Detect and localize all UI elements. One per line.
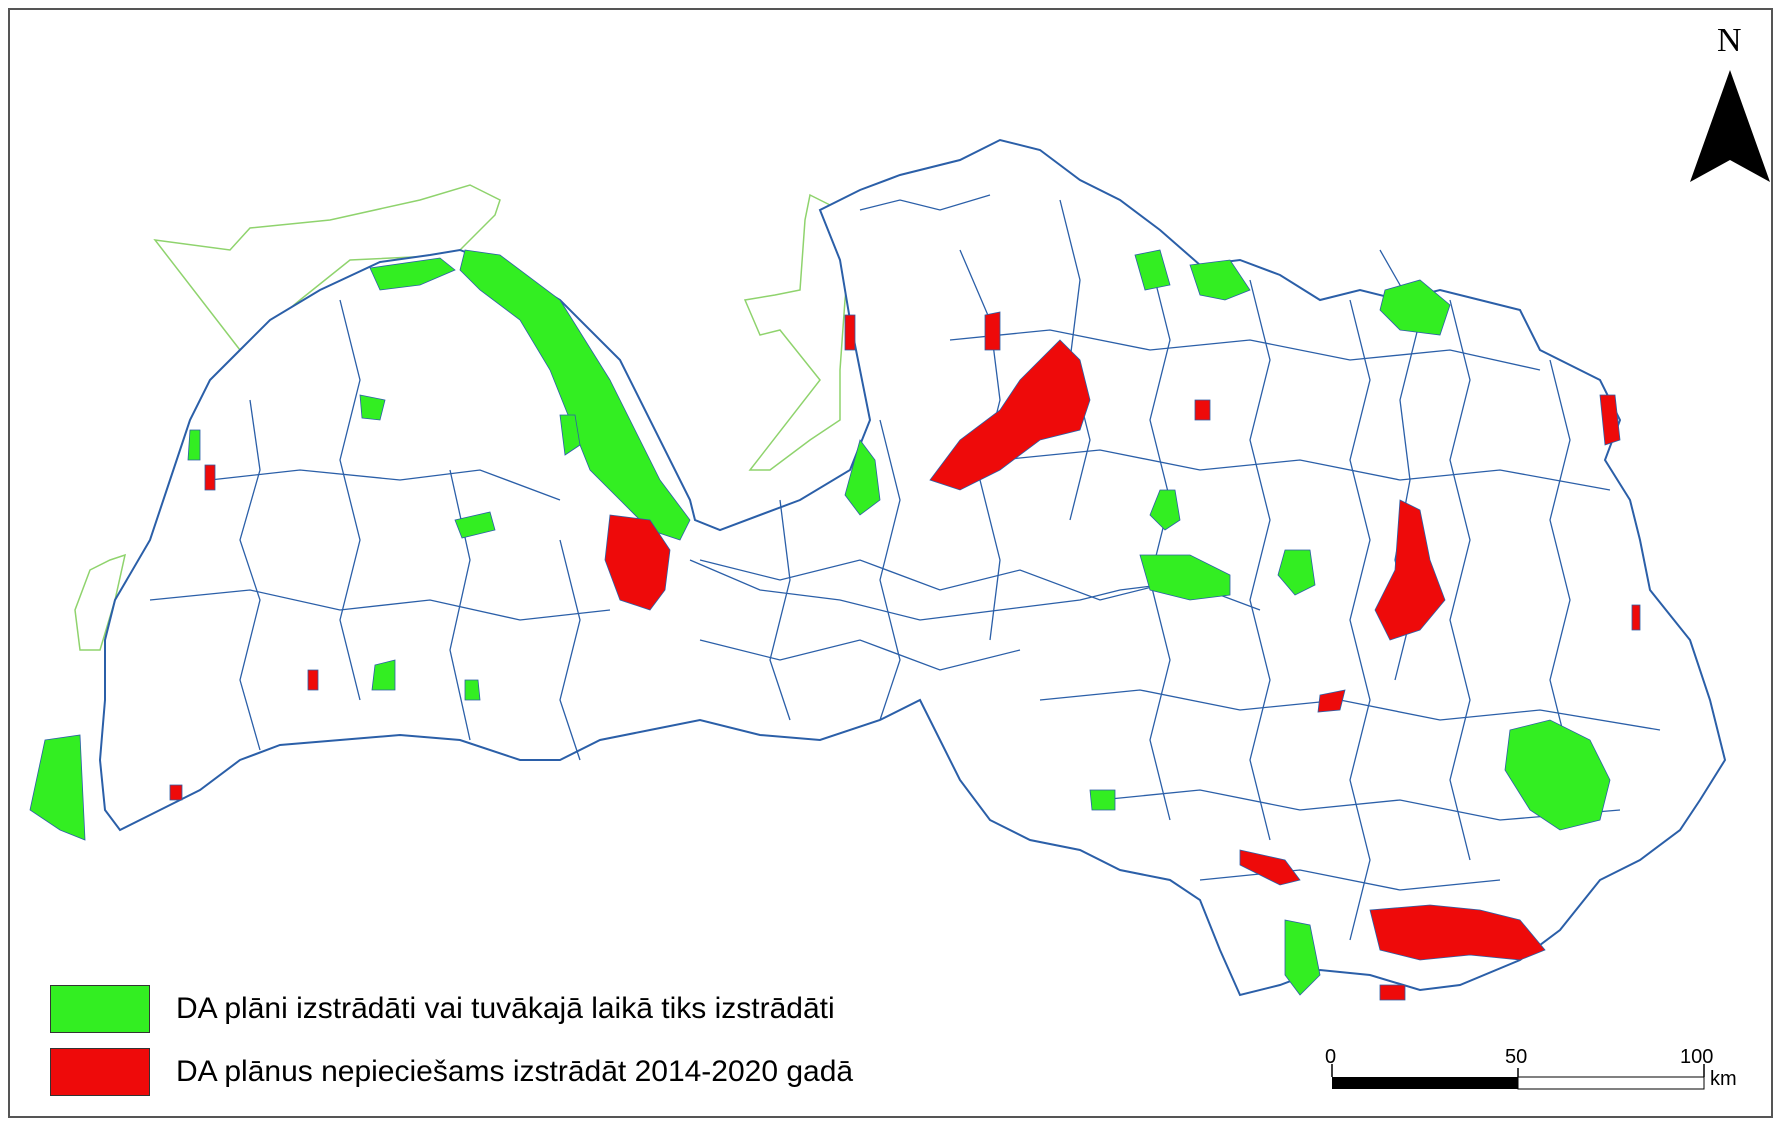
green-area-central-3 [1277, 549, 1316, 596]
boundary-line [1149, 259, 1171, 821]
river-line [689, 559, 1201, 621]
red-area-ventspils-region [604, 514, 671, 611]
green-area-small-7 [187, 429, 201, 461]
boundary-line [1349, 299, 1371, 941]
planning-areas-red [169, 311, 1641, 1001]
country-outline [98, 138, 1727, 997]
scale-unit: km [1710, 1068, 1737, 1090]
marine-area-north-coast [153, 184, 501, 352]
legend-label-red: DA plānus nepieciešams izstrādāt 2014-20… [176, 1055, 854, 1088]
green-area-north-tip [369, 257, 456, 291]
scale-bar-segment-black-1 [1332, 1077, 1518, 1089]
red-area-small-7 [1631, 604, 1641, 631]
green-area-west-coast [29, 734, 86, 841]
green-area-northeast [1379, 279, 1451, 336]
marine-area-west-coast [74, 553, 127, 651]
boundary-line [769, 499, 791, 721]
green-area-north-river-1 [1189, 259, 1251, 301]
boundary-line [449, 469, 471, 741]
boundary-line [1549, 359, 1571, 761]
red-area-small-2 [307, 669, 319, 691]
red-area-small-8 [1194, 399, 1211, 421]
boundary-line [949, 329, 1541, 371]
green-area-coast-strip [459, 249, 691, 541]
river-line [859, 194, 991, 211]
boundary-line [339, 299, 361, 701]
red-area-small-3 [169, 784, 183, 801]
legend-swatch-red [50, 1048, 150, 1096]
green-area-gauja [844, 439, 881, 516]
boundary-line [149, 589, 611, 621]
boundary-line [1449, 299, 1471, 861]
boundary-line [1199, 869, 1501, 891]
protected-areas-green [29, 249, 1611, 996]
scale-tick-50: 50 [1505, 1046, 1528, 1068]
green-area-central-2 [1149, 489, 1181, 531]
boundary-line [699, 639, 1021, 671]
green-area-east-large [1504, 719, 1611, 831]
red-area-small-4 [1317, 689, 1346, 713]
red-area-northeast [1599, 394, 1621, 446]
green-area-small-6 [1089, 789, 1116, 811]
boundary-line [1249, 279, 1271, 841]
green-area-small-1 [359, 394, 386, 421]
green-area-south [1284, 919, 1321, 996]
scale-tick-100: 100 [1680, 1046, 1714, 1068]
red-area-south-border [1369, 904, 1546, 961]
scale-bar-segment-white [1517, 1076, 1705, 1090]
red-area-north-1 [984, 311, 1001, 351]
green-area-north-river-2 [1134, 249, 1171, 291]
scale-tick-0: 0 [1325, 1046, 1337, 1068]
green-area-small-2 [559, 414, 581, 456]
boundary-line [1099, 789, 1621, 821]
red-area-east [1374, 499, 1446, 641]
red-area-small-6 [1379, 984, 1406, 1001]
green-area-central [1139, 554, 1231, 601]
boundary-line [879, 419, 901, 721]
green-area-small-5 [464, 679, 481, 701]
red-area-small-1 [204, 464, 216, 491]
legend-item-red: DA plānus nepieciešams izstrādāt 2014-20… [50, 1048, 853, 1096]
boundary-line [209, 469, 561, 501]
green-area-small-4 [371, 659, 396, 691]
boundary-line [559, 539, 581, 761]
north-label: N [1717, 22, 1742, 59]
boundary-line [239, 399, 261, 751]
scale-bar [1331, 1064, 1705, 1090]
green-area-small-3 [454, 511, 496, 539]
legend-swatch-green [50, 985, 150, 1033]
north-arrow-icon [1690, 70, 1770, 182]
boundary-line [999, 449, 1611, 491]
red-area-limbazi [929, 339, 1091, 491]
red-area-small-5 [1239, 849, 1301, 886]
legend-item-green: DA plāni izstrādāti vai tuvākajā laikā t… [50, 985, 835, 1033]
red-area-north-2 [844, 314, 856, 351]
legend-label-green: DA plāni izstrādāti vai tuvākajā laikā t… [176, 992, 835, 1025]
